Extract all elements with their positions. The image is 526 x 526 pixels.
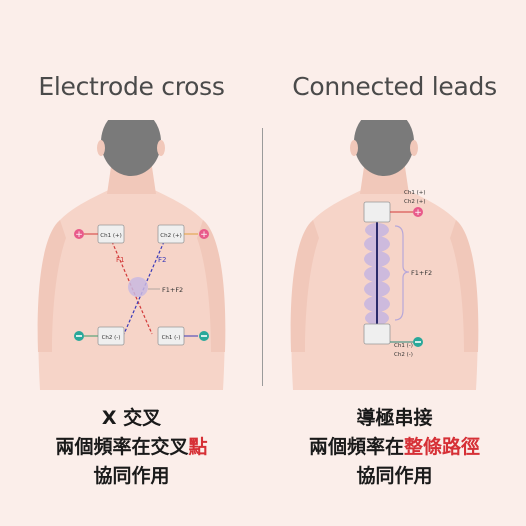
caption-line3: 協同作用 [93,465,170,487]
plus-terminal [413,207,423,217]
caption-line2-highlight: 點 [188,436,208,458]
caption-line3: 協同作用 [356,465,433,487]
top-ch1-plus-label: Ch1 (+) [404,190,425,196]
electrode-cross-title: Electrode cross [38,72,225,101]
electrode-cross-figure: Ch1 (+) Ch2 (+) Ch2 (-) Ch1 (-) + + F1 F… [37,120,226,390]
plus-terminal-right [199,229,209,239]
plus-sign-icon: + [414,208,422,218]
arm-right [197,220,226,352]
caption-line1: X 交叉 [101,407,162,429]
f1-label: F1 [116,256,124,264]
connected-leads-title: Connected leads [292,72,497,101]
arm-left [37,220,66,352]
ch1-minus-label: Ch1 (-) [162,335,181,341]
plus-sign-left-icon: + [75,230,83,240]
ch2-plus-label: Ch2 (+) [160,233,181,239]
caption-line2: 兩個頻率在交叉點 [0,433,263,462]
ch1-plus-label: Ch1 (+) [100,233,121,239]
bottom-ch1-minus-label: Ch1 (-) [394,343,413,349]
arm-left [290,220,319,352]
connected-leads-panel: Connected leads + Ch1 (+) [263,0,526,526]
electrode-top [363,201,391,223]
f1f2-label: F1+F2 [411,269,432,277]
caption-line2: 兩個頻率在整條路徑 [263,433,526,462]
electrode-bottom [363,323,391,345]
head [101,120,161,176]
interference-zone [128,277,148,297]
panel-divider [262,128,263,386]
ear-right [157,140,165,156]
caption-line2-highlight: 整條路徑 [404,436,481,458]
electrode-cross-panel: Electrode cross Ch1 (+) Ch2 (+) Ch2 (-) … [0,72,263,491]
connected-leads-figure: + Ch1 (+) Ch2 (+) Ch1 (-) Ch2 (-) F1+F2 [290,120,479,390]
head [354,120,414,176]
ch2-minus-label: Ch2 (-) [102,335,121,341]
top-ch2-plus-label: Ch2 (+) [404,199,425,205]
plus-terminal-left [74,229,84,239]
caption-line1: 導極串接 [356,407,433,429]
f2-label: F2 [158,256,166,264]
bottom-ch2-minus-label: Ch2 (-) [394,352,413,358]
caption-line2-text: 兩個頻率在 [308,436,404,458]
minus-sign-right-icon [201,335,207,337]
connected-leads-caption: 導極串接 兩個頻率在整條路徑 協同作用 [263,404,526,491]
f1f2-label: F1+F2 [162,286,183,294]
electrode-cross-caption: X 交叉 兩個頻率在交叉點 協同作用 [0,404,263,491]
ear-right [410,140,418,156]
minus-sign-icon [415,341,421,343]
arm-right [450,220,479,352]
minus-sign-left-icon [76,335,82,337]
plus-sign-right-icon: + [200,230,208,240]
f1f2-brace [394,225,410,321]
ear-left [97,140,105,156]
caption-line2-text: 兩個頻率在交叉 [55,436,189,458]
ear-left [350,140,358,156]
